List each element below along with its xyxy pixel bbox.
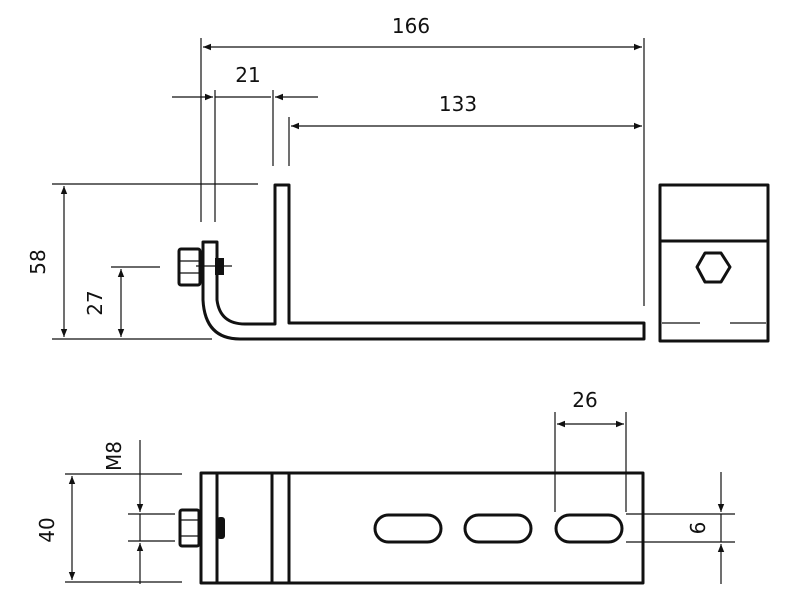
dim-bolt-offset: 21 [235,63,260,87]
hex-bolt-icon [695,251,732,284]
bolt-head [177,247,202,287]
end-view-outline [658,183,770,343]
dim-slot-width: 9 [685,522,709,535]
dim-slot-spacing: 26 [572,388,597,412]
dim-height: 58 [26,249,50,274]
side-view [177,183,646,341]
slot [373,513,443,544]
top-nut [217,517,225,539]
bracket-profile [201,183,646,341]
end-view [658,183,770,343]
dim-width: 40 [35,517,59,542]
dim-arm-length: 133 [439,92,477,116]
dim-bolt-height: 27 [83,290,107,315]
dim-overall-length: 166 [392,14,430,38]
slot [463,513,533,544]
dimension-lines [52,38,735,584]
top-view-outline [199,471,645,585]
top-bolt-head [178,508,201,548]
dim-thread: M8 [102,441,126,471]
dimension-labels: 166 21 133 58 27 26 9 40 M8 [26,14,709,543]
top-view [178,471,645,585]
slot [554,513,624,544]
